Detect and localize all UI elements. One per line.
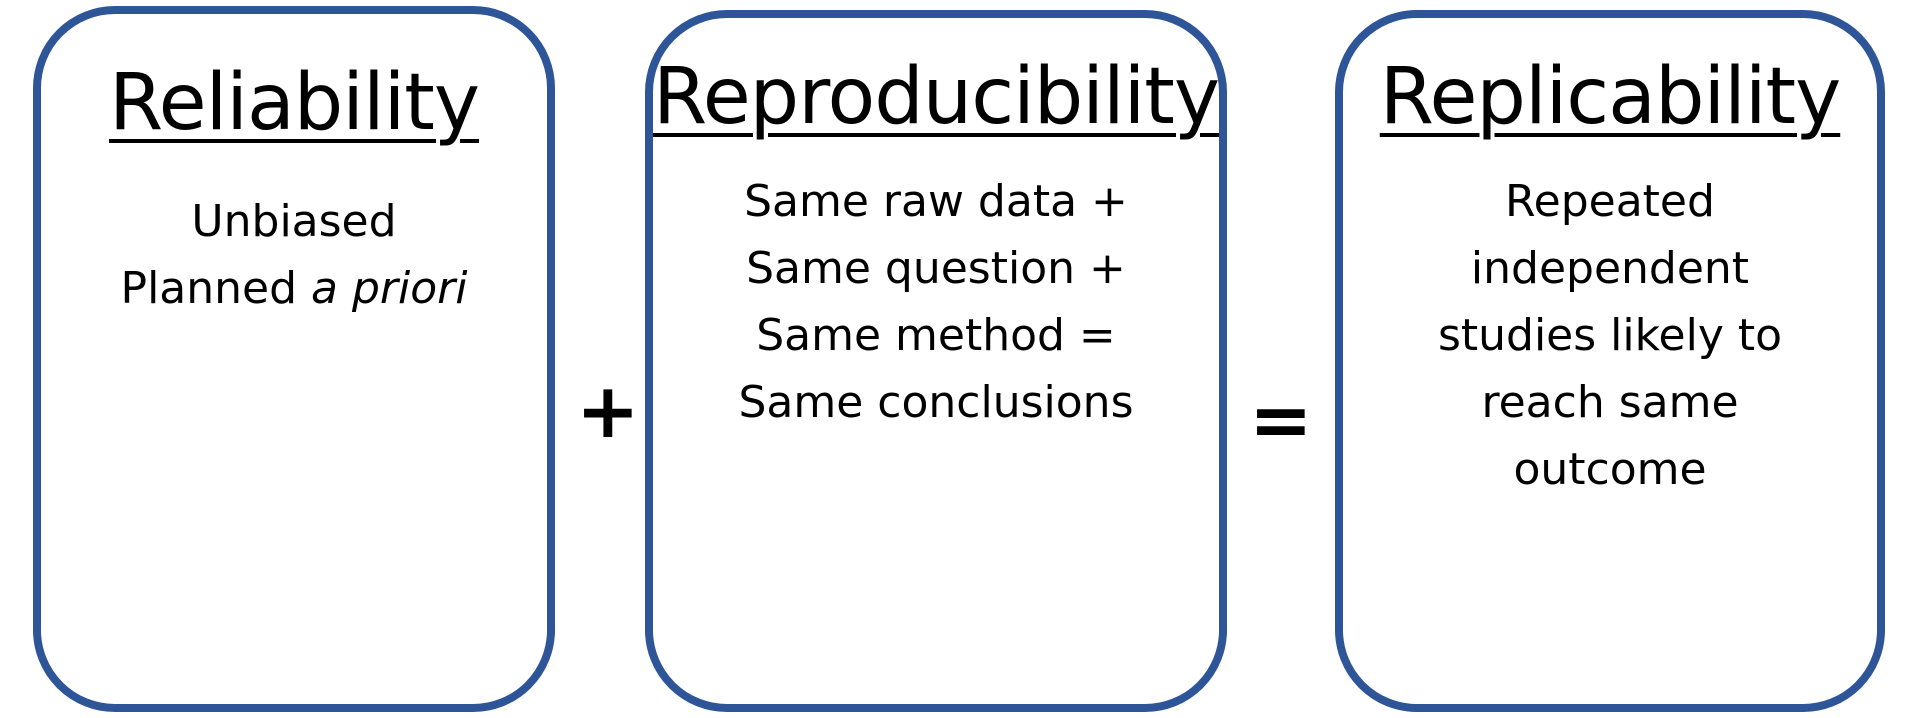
replicability-box: Replicability Repeated independent studi… xyxy=(1335,10,1885,712)
reproducibility-description: Same raw data + Same question + Same met… xyxy=(653,168,1219,436)
replicability-line-4: reach same xyxy=(1481,377,1739,428)
planned-text: Planned xyxy=(120,263,312,314)
reproducibility-title: Reproducibility xyxy=(653,52,1220,142)
reliability-title: Reliability xyxy=(108,58,480,148)
reliability-description: Unbiased Planned a priori xyxy=(41,188,547,322)
reliability-line-planned: Planned a priori xyxy=(41,255,547,322)
a-priori-text: a priori xyxy=(311,263,468,314)
reliability-line-unbiased: Unbiased xyxy=(191,196,397,247)
equals-operator: = xyxy=(1249,375,1313,464)
reproducibility-line-question: Same question + xyxy=(746,243,1126,294)
reproducibility-line-raw-data: Same raw data + xyxy=(744,176,1128,227)
reproducibility-box: Reproducibility Same raw data + Same que… xyxy=(645,10,1227,712)
plus-operator: + xyxy=(576,366,640,455)
replicability-title: Replicability xyxy=(1379,52,1841,142)
replicability-line-3: studies likely to xyxy=(1437,310,1783,361)
replicability-line-1: Repeated xyxy=(1505,176,1715,227)
replicability-line-2: independent xyxy=(1470,243,1750,294)
reliability-box: Reliability Unbiased Planned a priori xyxy=(33,6,555,712)
reproducibility-line-method: Same method = xyxy=(756,310,1116,361)
replicability-description: Repeated independent studies likely to r… xyxy=(1343,168,1877,503)
reproducibility-line-conclusions: Same conclusions xyxy=(738,377,1134,428)
replicability-line-5: outcome xyxy=(1513,444,1707,495)
